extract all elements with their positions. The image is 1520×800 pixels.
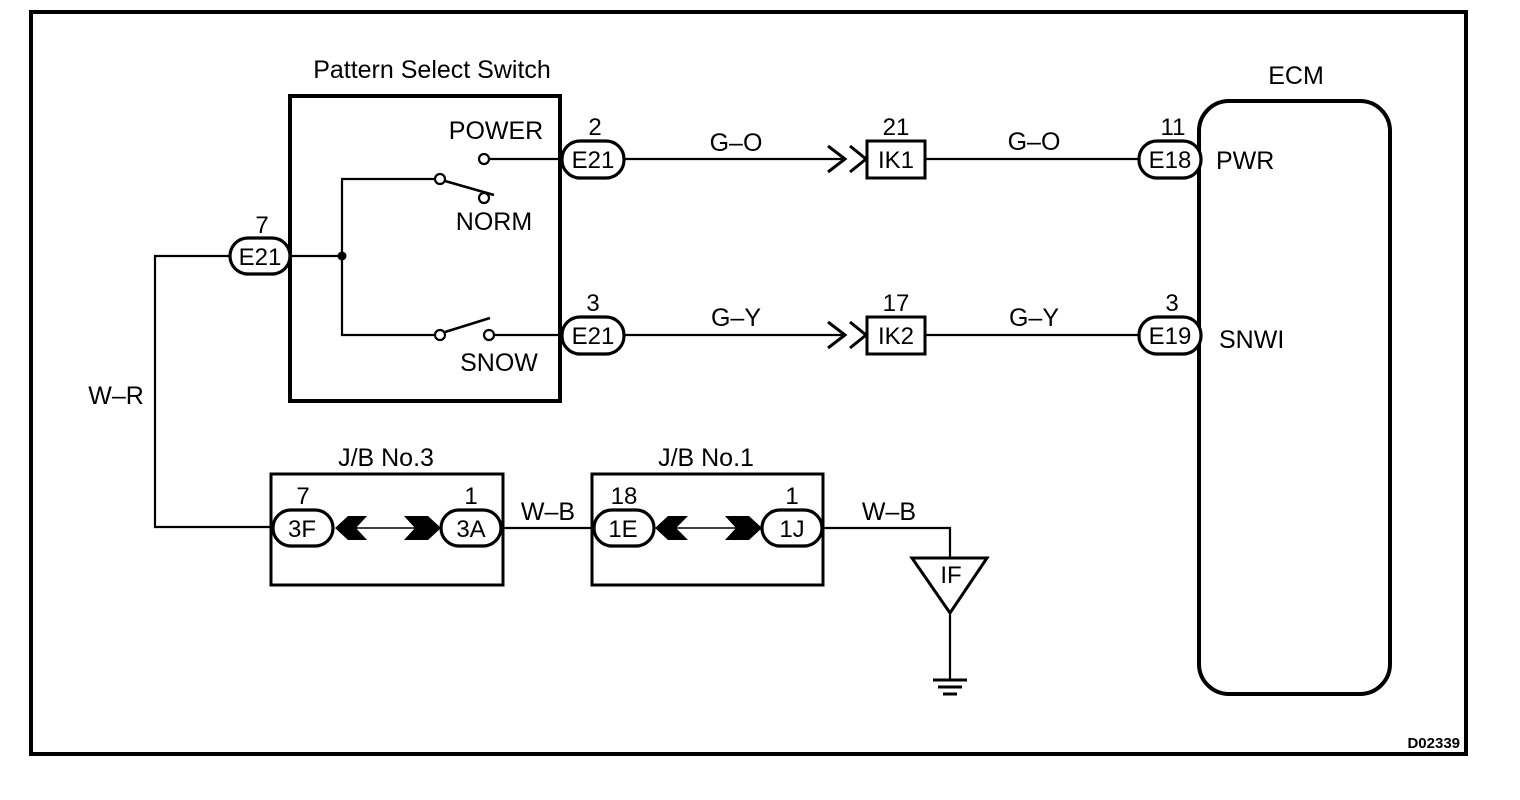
connector-code: 3A: [456, 516, 485, 543]
snow-pivot-terminal: [433, 328, 447, 342]
connector-code: 1J: [779, 516, 804, 543]
snow-switch-blade: [444, 316, 491, 334]
snow-label: SNOW: [460, 349, 538, 377]
wire-color-label: W–R: [88, 382, 144, 410]
connector-1e: [592, 508, 656, 548]
ground-code: IF: [940, 562, 961, 589]
snow-contact-terminal: [482, 328, 496, 342]
wire-color-label: G–O: [1008, 128, 1061, 156]
wire-color-label: G–Y: [1009, 304, 1059, 332]
norm-pivot-terminal: [433, 172, 447, 186]
wire-color-label: W–B: [862, 498, 916, 526]
pin-number: 2: [588, 114, 601, 141]
ground-point: W–B IF: [822, 498, 990, 696]
connector-code: 1E: [608, 516, 637, 543]
connector-code: IK2: [878, 323, 914, 350]
norm-label: NORM: [456, 208, 532, 236]
ecm-body: [1197, 99, 1392, 696]
connector-code: IK1: [878, 147, 914, 174]
connector-code: E21: [572, 147, 615, 174]
snow-signal-line: G–Y 17 IK2 G–Y: [624, 290, 1140, 356]
connector-3f: [271, 508, 335, 548]
wire-w-b-2: [822, 526, 952, 557]
pin-number: 1: [785, 483, 798, 510]
pin-number: 7: [296, 483, 309, 510]
wire-w-r: [153, 254, 272, 529]
norm-contact-terminal: [477, 191, 491, 205]
jb3-left-arrowhead: [335, 516, 367, 540]
pattern-select-switch: Pattern Select Switch NORM POWER SNOW 7 …: [228, 56, 626, 403]
norm-branch-wire: [340, 177, 434, 256]
jb3-title: J/B No.3: [338, 444, 434, 472]
pin-number: 21: [883, 114, 910, 141]
diagram-frame: [29, 10, 1468, 756]
inline-connector-male-arrow: [827, 144, 848, 174]
connector-code: E21: [572, 323, 615, 350]
jb1-title: J/B No.1: [658, 444, 754, 472]
inline-connector-female-arrow: [849, 320, 869, 350]
power-signal-line: G–O 21 IK1 G–O: [624, 114, 1140, 180]
power-contact-terminal: [477, 152, 491, 166]
jb3-right-arrowhead: [404, 516, 441, 540]
wire-color-label: W–B: [521, 498, 575, 526]
connector-e18: [1137, 139, 1203, 180]
inline-connector-male-arrow: [827, 320, 848, 350]
snow-branch-wire: [340, 256, 434, 337]
wire-color-label: G–O: [710, 129, 763, 157]
power-label: POWER: [449, 117, 543, 145]
ground-triangle: [909, 556, 990, 616]
diagram-id: D02339: [1407, 735, 1460, 752]
pin-number: 3: [586, 290, 599, 317]
inline-connector-female-arrow: [849, 144, 869, 174]
junction-block-1: J/B No.1 18 1E 1 1J: [590, 444, 825, 587]
pattern-switch-title: Pattern Select Switch: [313, 56, 551, 84]
ecm: ECM 11 E18 PWR 3 E19 SNWI: [1137, 62, 1392, 696]
junction-block-3: J/B No.3 7 3F 1 3A: [269, 444, 505, 587]
ecm-title: ECM: [1268, 62, 1324, 90]
connector-code: 3F: [288, 516, 316, 543]
w-r-wire: W–R: [88, 254, 272, 529]
pin-number: 3: [1165, 290, 1178, 317]
wire-color-label: G–Y: [711, 304, 761, 332]
connector-code: E19: [1149, 323, 1192, 350]
connector-e19: [1137, 315, 1203, 356]
connector-code: E18: [1149, 147, 1192, 174]
pin-number: 17: [883, 290, 910, 317]
pin-number: 11: [1161, 114, 1186, 141]
jb1-right-arrowhead: [725, 516, 762, 540]
connector-code: E21: [239, 244, 282, 271]
pin-number: 7: [255, 212, 268, 239]
jb1-left-arrowhead: [655, 516, 688, 540]
pin-number: 1: [464, 483, 477, 510]
pin-number: 18: [611, 483, 638, 510]
ecm-terminal-pwr: PWR: [1216, 147, 1274, 175]
ecm-terminal-snwi: SNWI: [1219, 326, 1284, 354]
